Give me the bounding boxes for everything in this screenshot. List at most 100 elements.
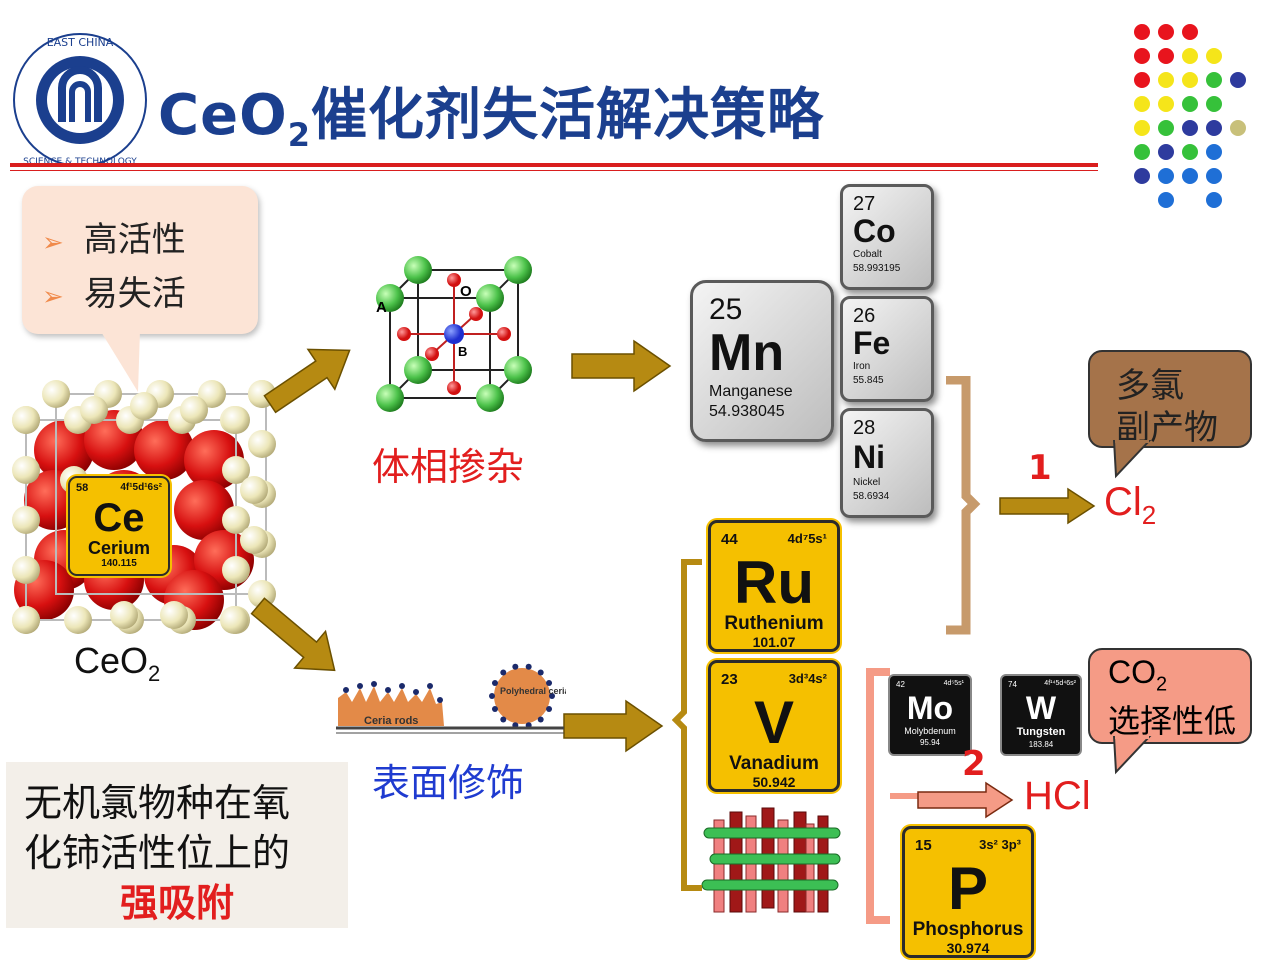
co2-line2: 选择性低 [1108, 702, 1237, 740]
decorative-dot [1158, 24, 1174, 40]
surface-modifier-dot [537, 716, 544, 723]
decorative-dot [1158, 192, 1174, 208]
cerium-atom [64, 606, 92, 634]
element-tile-w: 74 4f¹⁴5d⁴6s² W Tungsten 183.84 [1000, 674, 1082, 756]
cerium-atom [12, 556, 40, 584]
cerium-atom [222, 406, 250, 434]
decorative-dot [1134, 72, 1150, 88]
decorative-dot [1206, 120, 1222, 136]
cerium-atom [222, 506, 250, 534]
co2-selectivity-note: CO2 选择性低 [1088, 648, 1252, 744]
decorative-dot [1182, 48, 1198, 64]
decorative-dot [1158, 96, 1174, 112]
element-tile-p: 15 3s² 3p³ P Phosphorus 30.974 [902, 826, 1034, 958]
element-tile-mn: 25 Mn Manganese 54.938045 [690, 280, 834, 442]
surface-modifier-dot [525, 663, 532, 670]
oxygen-atom [174, 480, 234, 540]
cerium-atom [240, 526, 268, 554]
modifier-bracket-left [672, 559, 702, 891]
cerium-atom [42, 380, 70, 408]
decorative-dot [1158, 48, 1174, 64]
cerium-atom [80, 396, 108, 424]
decorative-dot [1230, 120, 1246, 136]
decorative-dot [1206, 192, 1222, 208]
ceo2-label: CeO2 [74, 640, 161, 687]
decorative-dot [1158, 144, 1174, 160]
decorative-dot [1158, 72, 1174, 88]
oxygen-atom [134, 420, 194, 480]
decorative-dot [1134, 168, 1150, 184]
cerium-atom [12, 606, 40, 634]
surface-modification-label: 表面修饰 [372, 761, 525, 805]
decorative-dot [1182, 96, 1198, 112]
surface-modifier-dot [491, 679, 498, 686]
university-logo: EAST CHINA SCIENCE & TECHNOLOGY [10, 30, 150, 170]
surface-modifier-dot [512, 663, 519, 670]
cerium-atom [12, 406, 40, 434]
cerium-atom [248, 580, 276, 608]
ce-weight: 140.115 [101, 558, 137, 569]
decorative-dot [1182, 144, 1198, 160]
dopant-bracket [946, 376, 981, 635]
cerium-atom [110, 601, 138, 629]
cerium-atom [248, 430, 276, 458]
route-1-number: 1 [1028, 448, 1052, 488]
decorative-dot [1158, 120, 1174, 136]
property-item: ➢易失活 [42, 274, 186, 314]
cerium-atom [180, 396, 208, 424]
decorative-dot [1134, 96, 1150, 112]
page-title: CeO2催化剂失活解决策略 [158, 83, 824, 155]
arrow-route-1 [999, 487, 1096, 525]
decorative-dot [1206, 96, 1222, 112]
byproduct-note: 多氯 副产物 [1088, 350, 1252, 448]
decorative-dot [1134, 24, 1150, 40]
arrow-to-surface-modification [250, 597, 336, 672]
callout-tail [100, 330, 140, 392]
surface-modifier-dot [546, 679, 553, 686]
element-tile-ni: 28 Ni Nickel 58.6934 [840, 408, 934, 518]
decorative-dot [1206, 72, 1222, 88]
crystal-label-b: B [458, 344, 467, 359]
ceria-rods-label: Ceria rods [364, 715, 418, 727]
surface-modifier-dot [500, 669, 507, 676]
property-item: ➢高活性 [42, 220, 186, 260]
co2-line1: CO2 [1108, 654, 1168, 696]
arrow-bulk-to-dopants [571, 339, 672, 393]
decorative-dot-grid [1130, 20, 1260, 210]
element-tile-co: 27 Co Cobalt 58.993195 [840, 184, 934, 290]
decorative-dot [1206, 168, 1222, 184]
element-tile-mo: 42 4d⁵5s¹ Mo Molybdenum 95.94 [888, 674, 972, 756]
decorative-dot [1134, 144, 1150, 160]
decorative-dot [1182, 72, 1198, 88]
arrow-route-2 [917, 781, 1014, 819]
decorative-dot [1206, 48, 1222, 64]
hcl-product: HCl [1024, 774, 1091, 818]
arrow-bullet-icon: ➢ [42, 228, 64, 258]
cerium-atom [130, 392, 158, 420]
co2-note-tail [1112, 736, 1152, 775]
cause-line1: 无机氯物种在氧 [24, 781, 291, 825]
cerium-atom [220, 606, 248, 634]
crystal-label-o: O [460, 283, 472, 300]
cerium-atom [222, 556, 250, 584]
decorative-dot [1158, 168, 1174, 184]
decorative-dot [1206, 144, 1222, 160]
perovskite-structure-illustration: A O B [360, 250, 550, 430]
arrow-bullet-icon: ➢ [42, 282, 64, 312]
arrow-to-bulk-doping [263, 348, 351, 414]
modifier-bracket-right [866, 668, 920, 924]
ce-name: Cerium [87, 538, 150, 558]
element-tile-ru: 44 4d⁷5s¹ Ru Ruthenium 101.07 [708, 520, 840, 652]
cause-line2: 化铈活性位上的 [24, 831, 291, 875]
ce-element-tile: 58 4f¹5d¹6s² Ce Cerium 140.115 [68, 476, 170, 576]
adsorption-cause-box: 无机氯物种在氧 化铈活性位上的 强吸附 [6, 762, 348, 928]
surface-modifier-dot [546, 706, 553, 713]
cerium-atom [160, 601, 188, 629]
cerium-atom [12, 506, 40, 534]
ce-electron-config: 4f¹5d¹6s² [120, 482, 162, 493]
decorative-dot [1182, 24, 1198, 40]
decorative-dot [1134, 120, 1150, 136]
svg-text:SCIENCE & TECHNOLOGY: SCIENCE & TECHNOLOGY [23, 157, 137, 167]
route-2-number: 2 [962, 744, 986, 784]
cl2-product: Cl2 [1104, 480, 1157, 530]
